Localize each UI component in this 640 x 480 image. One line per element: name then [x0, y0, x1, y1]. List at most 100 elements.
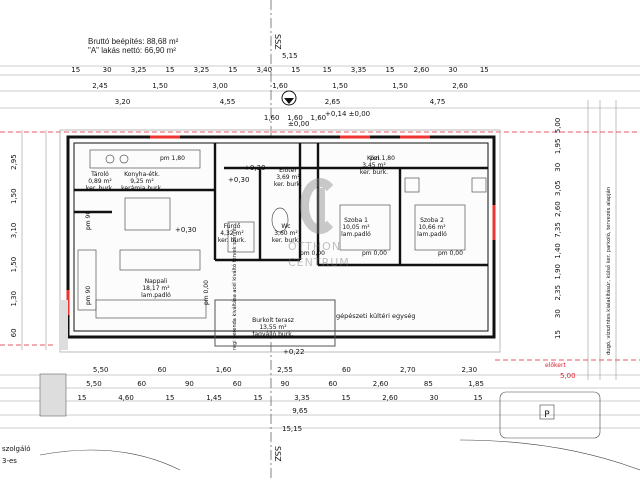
level-mark: +0,22: [283, 348, 304, 356]
ceiling-height: pm 0,00: [203, 280, 210, 305]
dim-right: 1,90: [554, 264, 562, 280]
room-area: 3,45 m²: [362, 162, 386, 169]
ceiling-height: pm 0,00: [362, 250, 387, 257]
dim-top-row4: 1,60: [287, 114, 303, 122]
dim-top-row1: 15: [291, 66, 300, 74]
mechanical-unit-note: gépészeti kültéri egység: [336, 312, 416, 320]
dim-right: 3,05: [554, 180, 562, 196]
front-garden-dim: 5,00: [560, 372, 576, 380]
room-area: 18,17 m²: [142, 285, 170, 292]
dim-bottom-row4: 9,65: [292, 407, 308, 415]
dim-top-row2: 1,50: [152, 82, 168, 90]
dim-top-row1: 3,25: [194, 66, 210, 74]
room-area: 3,69 m²: [276, 174, 300, 181]
building-walls: [59, 129, 501, 353]
room-name: Előtér: [279, 167, 297, 174]
dim-top-row4: 1,60: [311, 114, 327, 122]
ceiling-height: pm 1,80: [370, 155, 395, 162]
dim-left: 3,10: [10, 223, 18, 239]
gross-area-text: Bruttó beépítés: 88,68 m²: [88, 37, 179, 46]
dim-top-row1: 15: [480, 66, 489, 74]
dim-top-row1: 3,40: [256, 66, 272, 74]
parking-area: [39, 373, 640, 471]
dimension-labels: 15 30 3,25 15 3,25 15 3,40 15 15 3,35 15 2,60 30 15 2,…: [10, 34, 562, 462]
room-name: Konyha-étk.: [124, 171, 160, 178]
dim-left: 2,95: [10, 154, 18, 170]
ceiling-height: pm 0,00: [438, 250, 463, 257]
ceiling-height: pm 90: [85, 211, 92, 230]
dim-top-row3: 3,20: [115, 98, 131, 106]
section-value-bottom: 15,15: [282, 425, 302, 433]
ceiling-height: pm 90: [85, 286, 92, 305]
room-finish: ker. burk.: [274, 181, 302, 188]
dim-top-row1: 15: [71, 66, 80, 74]
dim-bottom-row1: 1,60: [216, 366, 232, 374]
dim-right: 30: [554, 163, 562, 172]
dim-bottom-row1: 5,50: [93, 366, 109, 374]
dim-bottom-row3: 15: [166, 394, 175, 402]
dim-top-row1: 3,25: [131, 66, 147, 74]
dim-bottom-row2: 2,60: [373, 380, 389, 388]
dim-top-row2: 2,45: [92, 82, 108, 90]
dim-right: 1,95: [554, 139, 562, 155]
dim-bottom-row2: 60: [233, 380, 242, 388]
room-area: 10,66 m²: [418, 224, 446, 231]
area-summary: Bruttó beépítés: 88,68 m² "A" lakás nett…: [88, 37, 178, 55]
dim-right: 2,60: [554, 201, 562, 217]
dim-top-row2: 1,50: [332, 82, 348, 90]
room-name: Nappali: [145, 278, 168, 285]
dim-left: 1,30: [10, 291, 18, 307]
dim-top-row1: 3,35: [351, 66, 367, 74]
room-name: Burkolt terasz: [252, 317, 294, 324]
parking-symbol: P: [544, 410, 550, 420]
dim-right: 15: [554, 330, 562, 339]
dim-bottom-row1: 2,70: [400, 366, 416, 374]
dim-bottom-row3: 3,35: [294, 394, 310, 402]
room-finish: ker. burk.: [218, 237, 246, 244]
furniture: [77, 149, 487, 319]
easement-label: szolgáló: [2, 445, 31, 453]
dim-bottom-row2: 90: [185, 380, 194, 388]
dim-top-row3: 4,55: [220, 98, 236, 106]
easement-label-2: 3-es: [2, 457, 17, 465]
dim-top-row3: 4,75: [430, 98, 446, 106]
room-finish: kerámia burk.: [121, 185, 163, 192]
room-finish: lam.padló: [417, 231, 447, 238]
level-mark: +0,14 ±0,00: [325, 110, 370, 118]
dim-bottom-row1: 60: [342, 366, 351, 374]
dim-bottom-row1: 60: [158, 366, 167, 374]
ceiling-height: pm 0,00: [300, 250, 325, 257]
room-finish: ker. burk.: [360, 169, 388, 176]
room-area: 9,25 m²: [130, 178, 154, 185]
dim-bottom-row2: 5,50: [86, 380, 102, 388]
dim-top-row4: 1,60: [264, 114, 280, 122]
dim-bottom-row3: 15: [342, 394, 351, 402]
dim-bottom-row3: 2,60: [382, 394, 398, 402]
dim-right: 30: [554, 309, 562, 318]
dim-bottom-row3: 4,60: [118, 394, 134, 402]
dim-bottom-row2: 85: [424, 380, 433, 388]
level-mark: +0,30: [228, 176, 249, 184]
room-area: 4,32 m²: [220, 230, 244, 237]
dim-top-row1: 15: [228, 66, 237, 74]
room-area: 0,89 m²: [88, 178, 112, 185]
beam-note: régi gerenda kiváltása acél kiváltó terv…: [231, 228, 238, 350]
dim-bottom-row2: 1,85: [468, 380, 484, 388]
room-name: Szoba 1: [344, 217, 368, 224]
level-mark: +0,30: [175, 226, 196, 234]
room-finish: fagyálló burk.: [252, 331, 293, 338]
dim-bottom-row2: 60: [137, 380, 146, 388]
dim-top-row1: 15: [323, 66, 332, 74]
section-mark-top: SSZ: [273, 34, 282, 50]
dim-bottom-row3: 1,45: [206, 394, 222, 402]
dim-bottom-row2: 90: [281, 380, 290, 388]
room-name: Wc: [281, 223, 290, 230]
dim-right: 1,40: [554, 243, 562, 259]
room-area: 3,60 m²: [274, 230, 298, 237]
dim-top-row2: 1,60: [272, 82, 288, 90]
dim-bottom-row2: 60: [328, 380, 337, 388]
room-name: Fürdő: [224, 223, 241, 230]
dim-bottom-row3: 15: [474, 394, 483, 402]
